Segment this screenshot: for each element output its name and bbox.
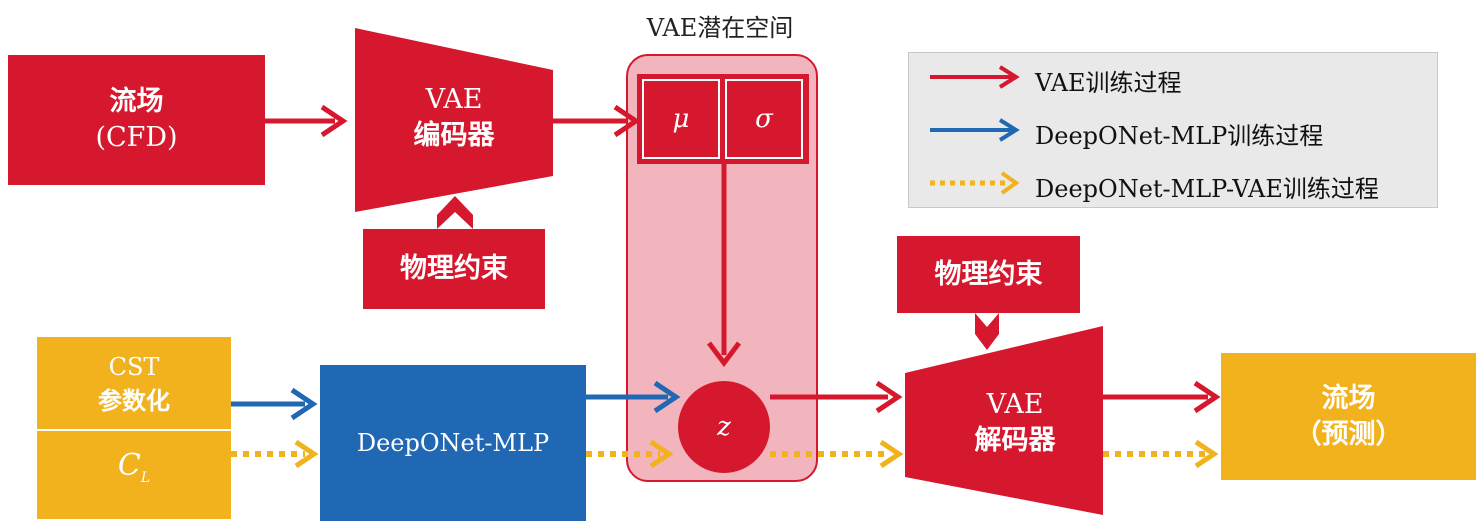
cst-label: CST [108,353,160,381]
arrow-cfd-to-encoder [265,104,348,138]
legend-arrow-combined [930,171,1020,195]
arrow-cl-to-deeponet-dotted [231,439,319,469]
mu-cell: μ [642,79,720,159]
encoder-label-line2: 编码器 [413,120,495,151]
flow-field-prediction-box: 流场 （预测） [1221,353,1476,480]
arrow-z-to-decoder [770,380,903,414]
latent-space-title: VAE潜在空间 [646,14,794,42]
chevron-physics-to-encoder [437,196,473,229]
cst-parameterization-cell: CST 参数化 [37,350,231,430]
arrow-z-to-decoder-dotted [770,439,904,469]
parameter-input-box [37,337,231,519]
flow-field-cfd-title: 流场 [109,86,164,117]
flow-field-prediction-subtitle: （预测） [1294,418,1403,450]
decoder-label-line1: VAE [986,389,1044,420]
decoder-label: VAE 解码器 [940,387,1090,467]
legend-label-vae: VAE训练过程 [1035,69,1182,97]
deeponet-mlp-box: DeepONet-MLP [320,365,586,521]
lift-coefficient-subscript: L [140,470,151,486]
arrow-deeponet-to-z [586,380,681,414]
encoder-label: VAE 编码器 [355,82,553,162]
arrow-encoder-to-latent [553,104,641,138]
lift-coefficient-label: CL [37,448,231,486]
lift-coefficient-symbol: C [117,448,141,483]
parameterization-label: 参数化 [98,386,170,415]
legend-label-combined: DeepONet-MLP-VAE训练过程 [1035,175,1379,203]
physics-constraint-encoder-box: 物理约束 [363,229,545,309]
legend-arrow-deeponet [930,118,1020,142]
latent-z-node: z [678,381,770,473]
deeponet-mlp-label: DeepONet-MLP [356,429,550,457]
sigma-cell: σ [725,79,803,159]
arrow-sigma-to-z [707,164,741,368]
physics-constraint-decoder-label: 物理约束 [934,258,1043,290]
physics-constraint-decoder-box: 物理约束 [897,236,1080,313]
flow-field-cfd-subtitle: (CFD) [95,122,178,153]
legend-arrow-vae [930,65,1020,89]
decoder-label-line2: 解码器 [974,425,1056,456]
flow-field-prediction-title: 流场 [1321,382,1376,414]
parameter-input-divider [37,429,231,431]
arrow-decoder-to-output [1103,380,1221,414]
arrow-cst-to-deeponet [231,387,318,421]
chevron-physics-to-decoder [975,313,999,350]
arrow-decoder-to-output-dotted [1103,439,1219,469]
physics-constraint-encoder-label: 物理约束 [400,253,508,284]
legend-label-deeponet: DeepONet-MLP训练过程 [1035,122,1324,150]
encoder-label-line1: VAE [425,84,483,115]
arrow-deeponet-to-z-dotted [586,439,674,469]
flow-field-cfd-box: 流场 (CFD) [8,55,265,185]
